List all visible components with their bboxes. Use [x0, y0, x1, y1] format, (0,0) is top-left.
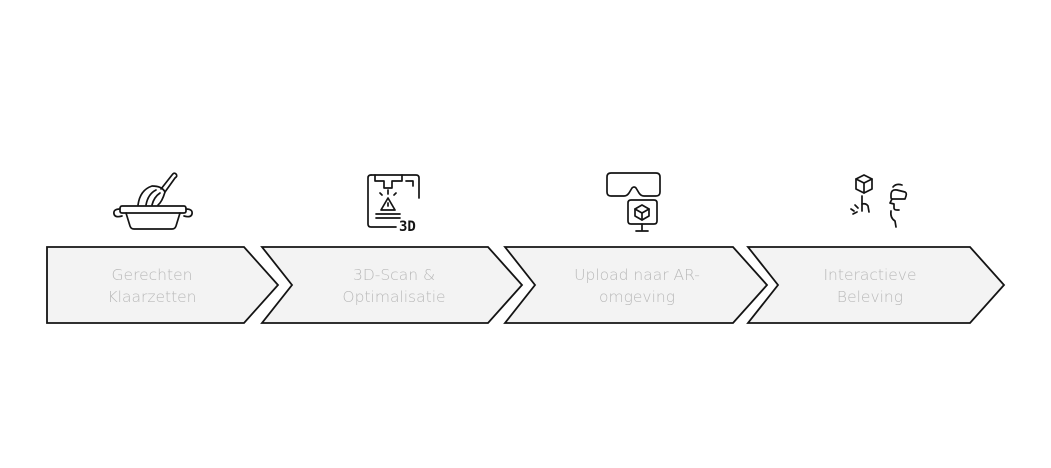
chevron-shape [260, 246, 524, 324]
step-label-line2: Klaarzetten [107, 288, 196, 306]
step-label-line1: 3D-Scan & [353, 266, 435, 284]
step-label-line2: Beleving [837, 288, 903, 306]
step-label-line2: omgeving [599, 288, 675, 306]
step-2: 3D 3D-Scan & Optimalisatie [260, 174, 524, 324]
chevron-shape [503, 246, 769, 324]
vr-headset-monitor-icon [606, 172, 661, 232]
3d-scanner-icon [367, 174, 420, 228]
3d-badge-text: 3D [399, 219, 416, 235]
step-label-line1: Upload naar AR- [574, 266, 700, 284]
ar-interaction-icon [850, 174, 908, 228]
step-label-line1: Gerechten [112, 266, 193, 284]
step-label-line1: Interactieve [823, 266, 916, 284]
step-label-line2: Optimalisatie [342, 288, 445, 306]
step-1: Gerechten Klaarzetten [46, 172, 280, 324]
step-4: Interactieve Beleving [746, 174, 1006, 324]
step-3: Upload naar AR- omgeving [503, 172, 769, 324]
bowl-whisk-icon [113, 172, 193, 230]
chevron-shape [746, 246, 1006, 324]
chevron-shape [46, 246, 280, 324]
